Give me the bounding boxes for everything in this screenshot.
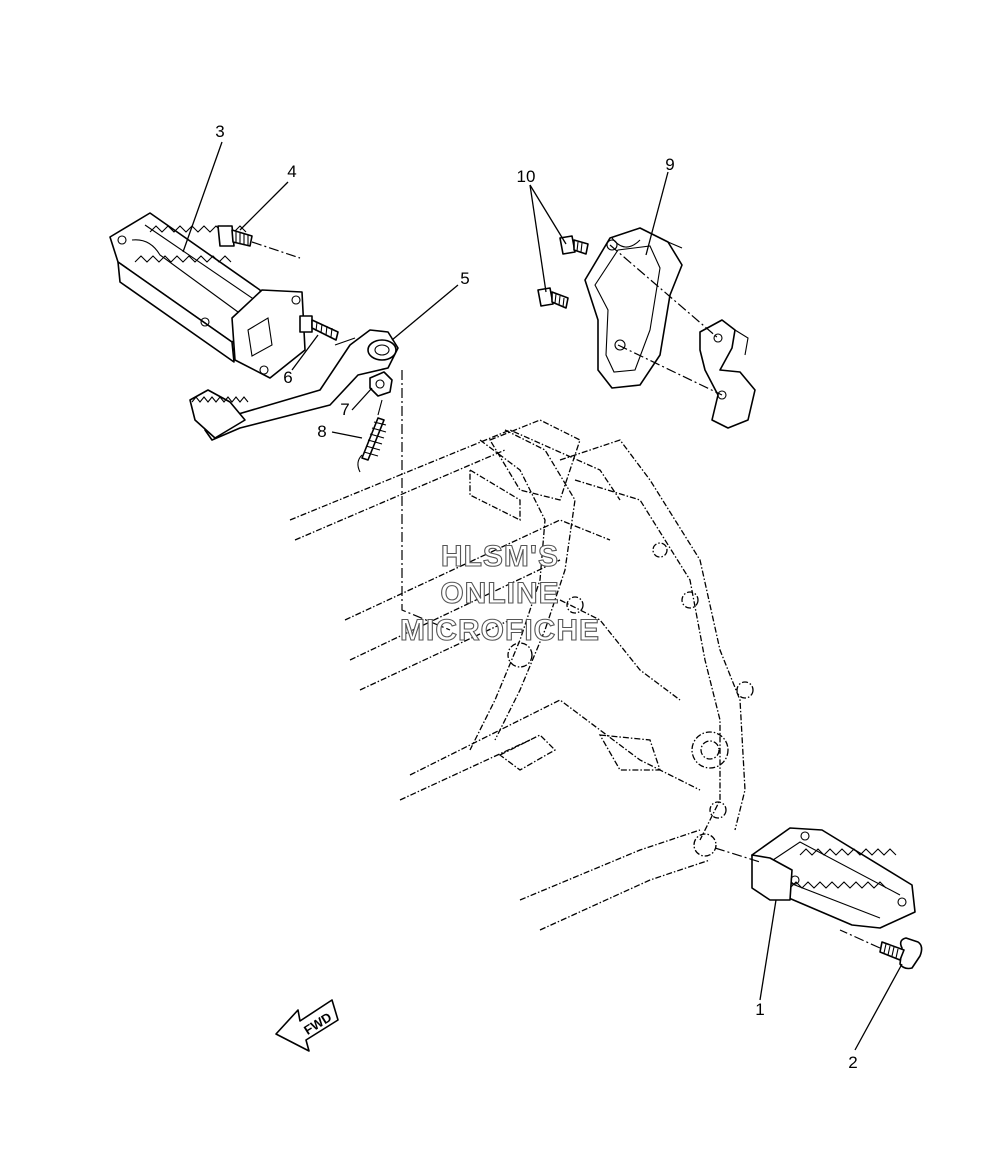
assembly-line-bolt-4 xyxy=(251,241,301,259)
assembly-line-bolt-2 xyxy=(839,929,881,949)
heel-guard xyxy=(584,227,683,389)
assembly-line-guard-top xyxy=(609,244,719,339)
callout-10: 10 xyxy=(517,167,536,186)
callout-1: 1 xyxy=(755,1000,764,1019)
watermark-line-2: ONLINE xyxy=(440,577,559,610)
brake-pedal xyxy=(189,329,399,441)
leader-lines xyxy=(182,141,903,1051)
callout-9: 9 xyxy=(665,155,674,174)
callout-5: 5 xyxy=(460,269,469,288)
forward-direction-arrow: FWD xyxy=(275,999,339,1052)
guard-mount-bracket xyxy=(699,319,756,429)
callout-4: 4 xyxy=(287,162,296,181)
rear-footrest-left xyxy=(109,212,306,379)
nut-7 xyxy=(369,371,393,397)
bolt-4 xyxy=(217,225,253,247)
assembly-line-guard-bottom xyxy=(617,344,723,396)
bolt-2 xyxy=(879,937,923,970)
callout-8: 8 xyxy=(317,422,326,441)
callout-7: 7 xyxy=(340,400,349,419)
frame xyxy=(289,419,754,931)
assembly-line-pivot xyxy=(401,370,451,631)
return-spring xyxy=(357,399,387,473)
bolt-10-lower xyxy=(537,287,569,309)
watermark-line-3: MICROFICHE xyxy=(400,614,600,647)
watermark-line-1: HLSM'S xyxy=(441,540,559,573)
callout-3: 3 xyxy=(215,122,224,141)
assembly-line-footrest xyxy=(714,847,761,863)
bolt-6 xyxy=(299,315,339,341)
callout-6: 6 xyxy=(283,368,292,387)
watermark: HLSM'S ONLINE MICROFICHE xyxy=(399,539,600,647)
bolt-10-upper xyxy=(559,235,589,255)
front-footrest-right xyxy=(751,827,916,929)
callout-2: 2 xyxy=(848,1053,857,1072)
